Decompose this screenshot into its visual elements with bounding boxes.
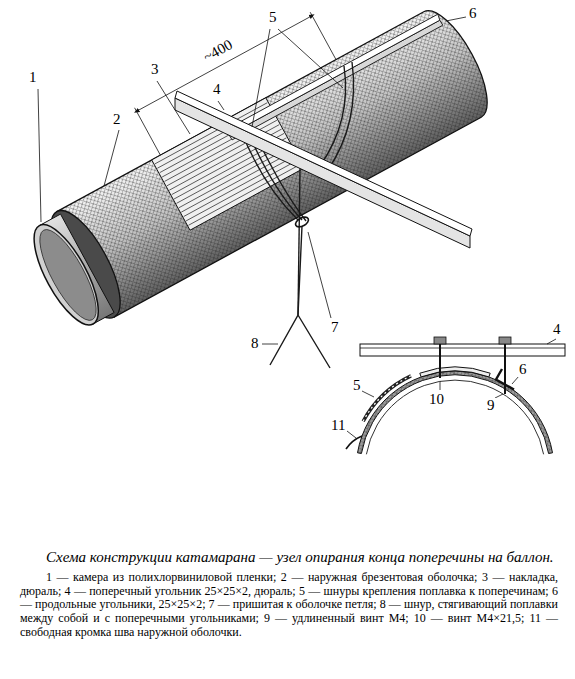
callout-number: 9 xyxy=(486,398,496,413)
leader-line xyxy=(440,381,441,390)
callout-number: 7 xyxy=(330,320,340,335)
callout-number: 8 xyxy=(250,336,260,351)
plate-stripe xyxy=(188,164,300,225)
leader-line xyxy=(218,101,224,110)
chamber-end xyxy=(22,216,111,333)
float-view xyxy=(22,11,487,368)
leader-line xyxy=(362,391,374,397)
screw xyxy=(439,344,441,378)
shell-texture xyxy=(358,371,553,454)
plate-stripe xyxy=(184,155,296,216)
callout-number: 1 xyxy=(28,70,38,85)
crossbar-flange xyxy=(175,98,470,248)
shell-section xyxy=(358,371,553,454)
leaders xyxy=(38,17,466,344)
crossbar-edge xyxy=(360,348,565,349)
callout-number: 5 xyxy=(268,10,278,25)
leader-line xyxy=(104,130,119,186)
screw-nut xyxy=(499,337,511,344)
leader-line xyxy=(38,89,41,222)
leader-line xyxy=(495,394,503,398)
leader-line xyxy=(347,431,356,438)
chamber-inside xyxy=(30,223,107,328)
tie-cord xyxy=(270,226,330,368)
figure-caption: 1 — камера из полихлорвиниловой пленки; … xyxy=(20,571,558,639)
cord-section xyxy=(363,376,411,421)
outer-shell xyxy=(57,11,487,317)
plate-stripe xyxy=(181,151,293,212)
callout-number: 4 xyxy=(552,322,562,337)
longitudinal-angle xyxy=(227,14,440,135)
leader-line xyxy=(278,29,343,88)
leader-line xyxy=(262,344,278,345)
plate-stripe xyxy=(186,160,298,221)
callout-number: 4 xyxy=(212,82,222,97)
figure-title: Схема конструкции катамарана — узел опир… xyxy=(20,548,558,566)
dimension xyxy=(135,12,336,155)
extension-line xyxy=(135,108,161,155)
extension-line xyxy=(310,12,336,59)
leader-line xyxy=(157,81,190,134)
dimension-line xyxy=(137,16,313,112)
dimension-label: ~400 xyxy=(200,37,236,66)
callout-number: 11 xyxy=(330,418,346,433)
cords xyxy=(240,62,354,368)
plate-section xyxy=(420,367,490,377)
callout-number: 2 xyxy=(112,112,122,127)
crossbar-angle xyxy=(175,91,472,236)
cord-twist xyxy=(363,376,411,421)
crossbar-side xyxy=(360,344,565,356)
callout-number: 3 xyxy=(150,62,160,77)
leader-line xyxy=(308,232,331,318)
sewn-loop xyxy=(294,215,310,229)
section-view xyxy=(346,337,565,454)
callout-number: 6 xyxy=(518,362,528,377)
leader-line xyxy=(446,17,466,21)
longitudinal-angle-flange xyxy=(229,20,443,140)
chamber-section xyxy=(366,380,543,454)
leader-line xyxy=(547,339,556,344)
screw-nut xyxy=(434,337,446,344)
leaders xyxy=(347,339,556,438)
callout-number: 6 xyxy=(468,6,478,21)
canvas-texture xyxy=(57,11,487,317)
callout-number: 5 xyxy=(352,378,362,393)
seam-edge xyxy=(346,436,362,449)
long-screw xyxy=(504,344,506,394)
cord xyxy=(320,66,346,166)
leader-line xyxy=(252,29,270,127)
callout-number: 10 xyxy=(428,392,445,407)
leader-line xyxy=(512,376,519,384)
